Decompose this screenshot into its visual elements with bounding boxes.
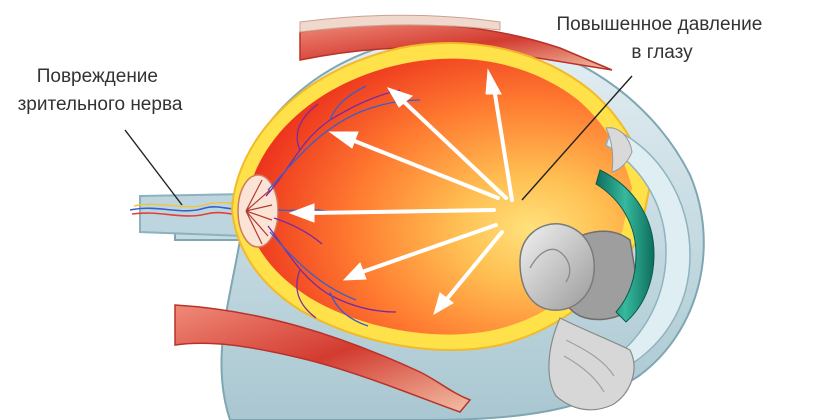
lower-anterior-folds [563,339,615,393]
pressure-arrow-icon [288,68,514,316]
blood-vessel-icon [265,85,421,327]
lens-pleats [529,248,571,283]
high-pressure-label-line-1: Повышенное давление [556,14,762,35]
muscle-tendon-top [299,14,501,33]
pressure-pointer [521,75,633,201]
high-pressure-label: Повышенное давление в глазу [556,14,767,63]
optic-disc-vessels [245,179,273,245]
high-pressure-label-line-2: в глазу [631,42,693,63]
nerve-damage-label: Повреждение зрительного нерва [18,66,183,115]
nerve-damage-label-line-1: Повреждение [37,66,158,87]
nerve-damage-label-line-2: зрительного нерва [18,94,183,115]
eyelid-top [605,127,633,173]
lower-anterior-tissue [548,317,635,411]
lens [519,223,595,311]
iris [595,169,655,323]
optic-nerve [139,192,248,238]
inferior-muscle [174,304,472,413]
nerve-damage-pointer [124,129,183,206]
